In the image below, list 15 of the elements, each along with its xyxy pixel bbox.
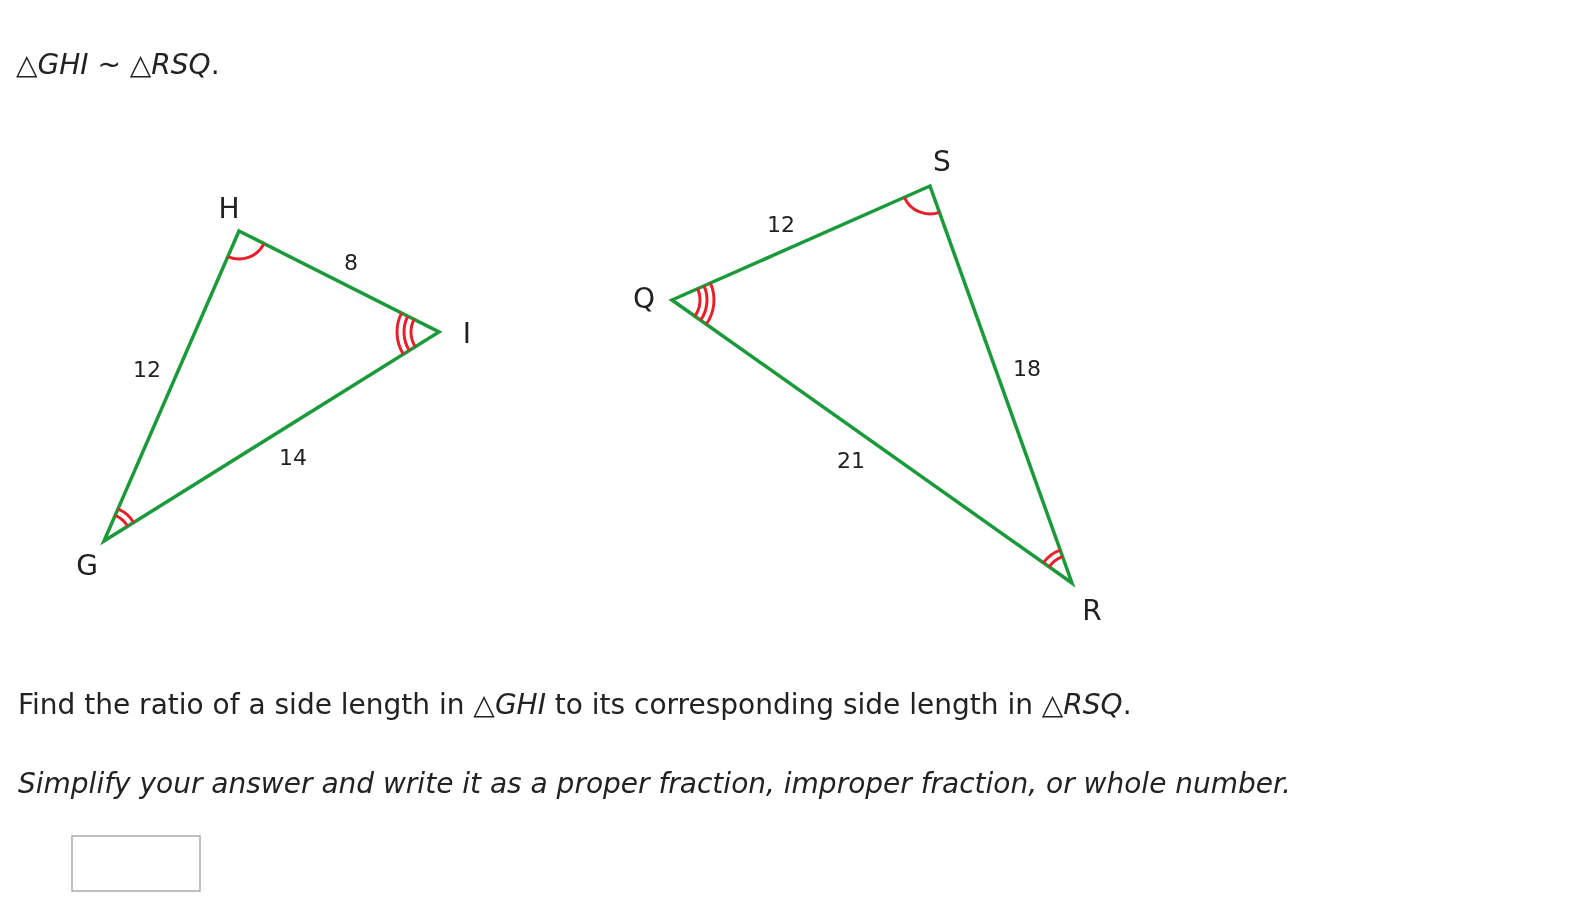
side-length: 18 <box>1013 355 1041 381</box>
question-text: Find the ratio of a side length in △GHI to its corresponding side length in △RSQ. <box>18 688 1132 721</box>
side-length: 8 <box>344 249 358 275</box>
side-length: 21 <box>837 447 865 473</box>
vertex-label: R <box>1082 593 1102 627</box>
side-length: 12 <box>767 211 795 237</box>
instruction-text: Simplify your answer and write it as a proper fraction, improper fraction, or whole number. <box>18 767 1291 800</box>
vertex-label: Q <box>633 281 655 315</box>
similarity-statement: △GHI ~ △RSQ. <box>16 48 220 81</box>
side-length: 14 <box>279 444 307 470</box>
vertex-label: I <box>462 316 472 350</box>
vertex-label: H <box>218 191 240 225</box>
vertex-label: G <box>76 548 98 582</box>
vertex-label: S <box>933 144 951 178</box>
side-length: 12 <box>133 356 161 382</box>
